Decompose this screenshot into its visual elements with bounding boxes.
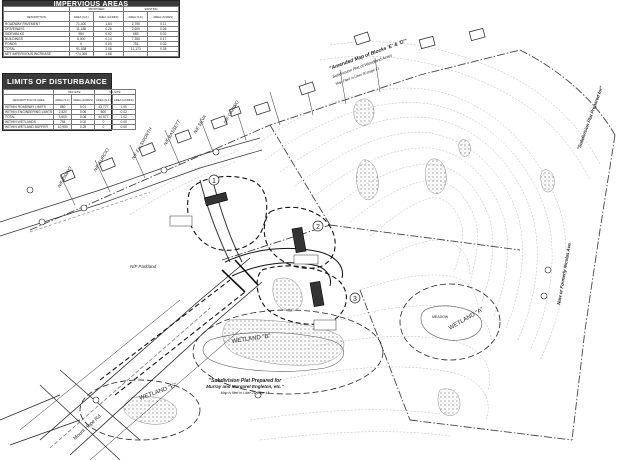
main-road: [19, 257, 263, 460]
proposed-buildings: [203, 191, 325, 308]
table-cell: +74,365: [68, 51, 94, 57]
impervious-table-grid: PROPOSED EXISTING DESCRIPTION AREA (S.F.…: [3, 6, 179, 57]
survey-monuments: [26, 148, 552, 404]
note-bottom-label-3: Map is filed in Liber 21 page 41: [221, 391, 270, 395]
disturbance-table-title: LIMITS OF DISTURBANCE: [3, 74, 111, 89]
impervious-areas-table: IMPERVIOUS AREAS PROPOSED EXISTING DESCR…: [2, 0, 180, 58]
impervious-table-title: IMPERVIOUS AREAS: [3, 1, 179, 6]
neighbor-lot-lines: [59, 57, 381, 206]
table-cell: 0.00: [111, 124, 136, 130]
limits-of-disturbance-line: [99, 175, 347, 396]
lot-number-markers: [208, 174, 361, 304]
disturbance-table-grid: OFF-SITE ON-SITE DESCRIPTION OF AREA ARE…: [2, 89, 136, 130]
note-bottom-label: "Subdivision Plat Prepared for: [209, 378, 282, 384]
wetland-areas: [202, 305, 482, 372]
wetland-a-label: WETLAND "A": [448, 307, 485, 332]
road-right-label: Now or Formerly Nicolas Ave.: [556, 242, 572, 306]
wetland-b-label: WETLAND "B": [231, 334, 271, 345]
wetland-buffers: [79, 283, 501, 441]
property-boundaries: [29, 49, 616, 441]
road-bottom-label: Mount Hope Rd.: [72, 413, 103, 442]
note-top-label: "Amended Map of Blocks 'E' & 'D'": [329, 38, 409, 72]
parkland-label: N/F Parkland: [130, 264, 157, 269]
existing-road-north: [0, 137, 263, 237]
table-cell: 0: [93, 124, 113, 130]
table-cell: WITHIN WETLAND BUFFER: [2, 124, 55, 130]
cross-street: [0, 369, 141, 460]
meadow-label: MEADOW: [432, 315, 449, 319]
lot-3-label: 3: [353, 296, 357, 303]
table-cell: 10,950: [53, 124, 73, 130]
table-cell: [147, 51, 179, 57]
vegetation-areas: [123, 98, 555, 425]
lot-2-label: 2: [316, 224, 320, 231]
note-right-label: "Subdivision Plat Prepared for": [576, 85, 604, 151]
table-cell: [123, 51, 149, 57]
lot-1-label: 1: [212, 178, 216, 185]
limits-of-disturbance-table: LIMITS OF DISTURBANCE OFF-SITE ON-SITE D…: [2, 73, 136, 131]
neighbor-houses: [60, 27, 486, 183]
note-bottom-label-2: Murray and Margaret Engleton, etc.": [206, 384, 284, 389]
callout-boxes: [169, 215, 337, 331]
